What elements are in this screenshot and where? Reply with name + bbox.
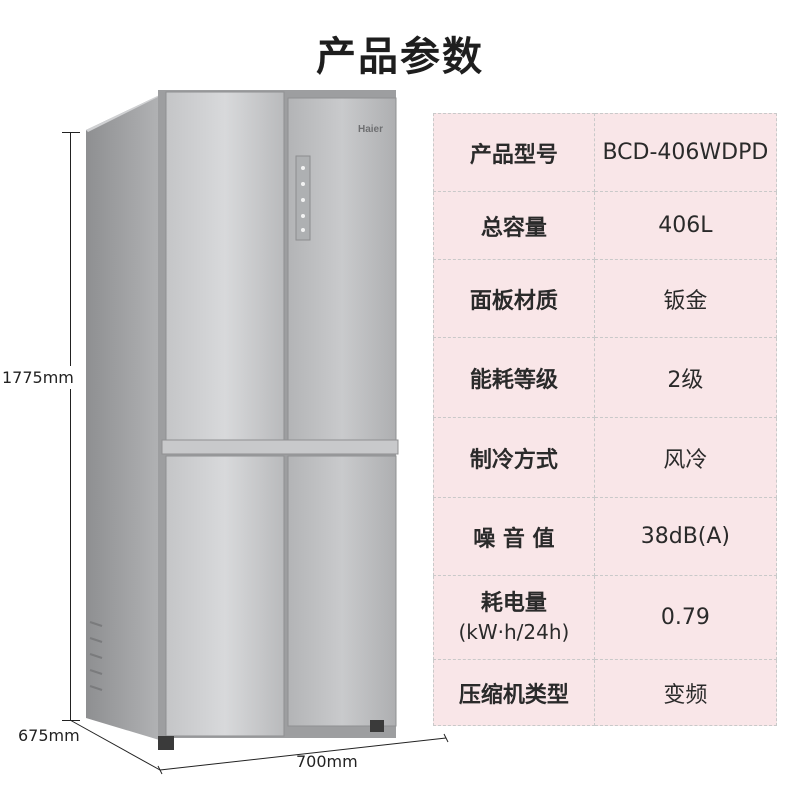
page-title: 产品参数 <box>316 34 484 80</box>
spec-value: 0.79 <box>593 575 778 660</box>
spec-label: 能耗等级 <box>433 337 595 418</box>
spec-value: BCD-406WDPD <box>593 113 778 192</box>
height-dimension-label: 1775mm <box>2 366 74 389</box>
spec-label: 产品型号 <box>433 113 595 192</box>
width-dimension-label: 700mm <box>296 752 358 771</box>
table-row: 耗电量 (kW·h/24h) 0.79 <box>433 575 778 660</box>
depth-dimension-label: 675mm <box>18 726 80 745</box>
spec-label: 总容量 <box>433 191 595 260</box>
spec-label-line1: 耗电量 <box>480 590 547 616</box>
spec-value: 406L <box>593 191 778 260</box>
spec-value: 钣金 <box>593 259 778 338</box>
spec-table: 产品型号 BCD-406WDPD 总容量 406L 面板材质 钣金 能耗等级 2… <box>433 113 778 726</box>
brand-logo: Haier <box>358 124 383 135</box>
spec-label: 噪 音 值 <box>433 497 595 576</box>
spec-label: 耗电量 (kW·h/24h) <box>433 575 595 660</box>
spec-value: 38dB(A) <box>593 497 778 576</box>
table-row: 总容量 406L <box>433 191 778 260</box>
spec-label: 面板材质 <box>433 259 595 338</box>
table-row: 压缩机类型 变频 <box>433 659 778 726</box>
side-vent-icon <box>89 621 103 691</box>
table-row: 能耗等级 2级 <box>433 337 778 418</box>
spec-value: 变频 <box>593 659 778 726</box>
table-row: 制冷方式 风冷 <box>433 417 778 498</box>
table-row: 面板材质 钣金 <box>433 259 778 338</box>
spec-label: 压缩机类型 <box>433 659 595 726</box>
table-row: 产品型号 BCD-406WDPD <box>433 113 778 192</box>
spec-value: 风冷 <box>593 417 778 498</box>
spec-label: 制冷方式 <box>433 417 595 498</box>
table-row: 噪 音 值 38dB(A) <box>433 497 778 576</box>
spec-label-line2: (kW·h/24h) <box>458 619 570 644</box>
spec-value: 2级 <box>593 337 778 418</box>
